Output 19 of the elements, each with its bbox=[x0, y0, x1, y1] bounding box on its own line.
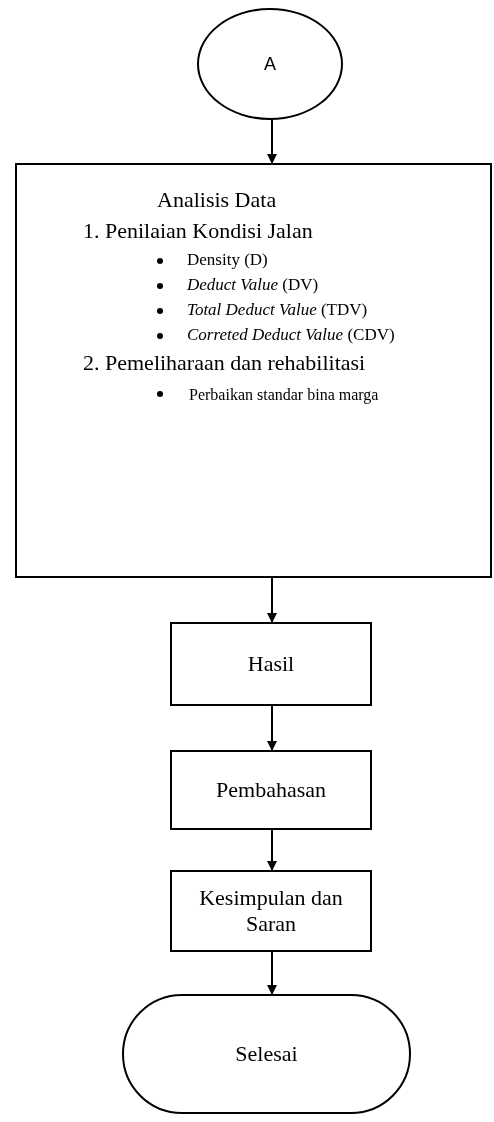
numbered-item: 2. Pemeliharaan dan rehabilitasi bbox=[82, 348, 367, 377]
arrow bbox=[267, 829, 277, 871]
bullet-item: Deduct Value (DV) bbox=[187, 273, 319, 296]
bullet-item: Total Deduct Value (TDV) bbox=[187, 298, 368, 321]
process-box: Pembahasan bbox=[170, 750, 372, 830]
terminator-shape: Selesai bbox=[122, 994, 411, 1114]
process-box: Hasil bbox=[170, 622, 372, 706]
box-heading: Analisis Data bbox=[157, 187, 278, 213]
arrow bbox=[267, 705, 277, 751]
connector-circle: A bbox=[197, 8, 343, 120]
bullet-item: Perbaikan standar bina marga bbox=[189, 384, 379, 406]
arrow bbox=[267, 951, 277, 995]
arrow bbox=[267, 577, 277, 623]
process-box bbox=[15, 163, 492, 578]
process-box: Kesimpulan dan Saran bbox=[170, 870, 372, 952]
arrow bbox=[267, 119, 277, 164]
bullet-item: Correted Deduct Value (CDV) bbox=[187, 323, 395, 346]
bullet-item: Density (D) bbox=[187, 248, 268, 271]
numbered-item: 1. Penilaian Kondisi Jalan bbox=[82, 217, 314, 245]
